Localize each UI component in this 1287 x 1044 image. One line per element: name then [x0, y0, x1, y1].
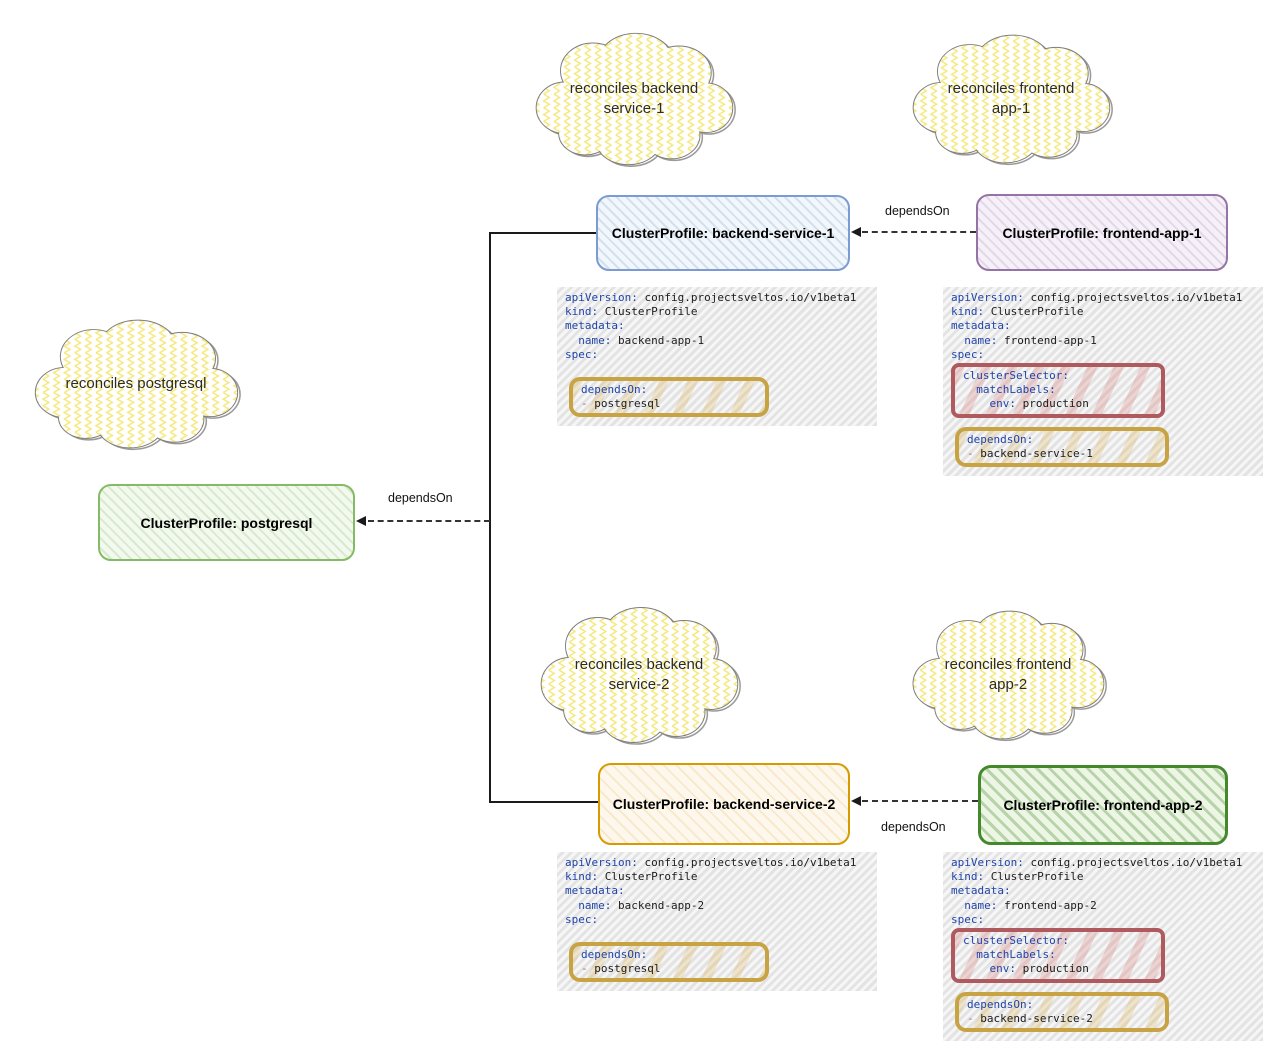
cloud-label: reconciles backend service-2	[574, 656, 704, 693]
cloud-label: reconciles frontend app-2	[944, 656, 1072, 693]
yaml-section-gold: dependsOn:- backend-service-1	[955, 426, 1169, 468]
yaml-backend-service-2: apiVersion: config.projectsveltos.io/v1b…	[557, 852, 877, 992]
edge-dependson-frontend1-backend1	[862, 231, 976, 233]
node-label: ClusterProfile: backend-service-2	[612, 796, 836, 812]
cloud-label: reconciles frontend app-1	[947, 80, 1075, 117]
edge-dependson-frontend2-backend2	[862, 800, 978, 802]
cloud-icon	[908, 604, 1108, 746]
edge-dependson-backends-postgresql	[368, 520, 490, 522]
cloud-icon	[30, 313, 242, 455]
cloud-reconciles-frontend-app-1: reconciles frontend app-1	[908, 28, 1114, 170]
node-clusterprofile-frontend-app-1: ClusterProfile: frontend-app-1	[976, 194, 1228, 271]
edge-label-dependson-left: dependsOn	[388, 491, 453, 505]
node-clusterprofile-backend-service-1: ClusterProfile: backend-service-1	[596, 195, 850, 271]
yaml-section-gap	[565, 927, 869, 940]
cloud-reconciles-backend-service-1: reconciles backend service-1	[531, 26, 737, 172]
node-clusterprofile-frontend-app-2: ClusterProfile: frontend-app-2	[978, 765, 1228, 845]
yaml-backend-service-1: apiVersion: config.projectsveltos.io/v1b…	[557, 287, 877, 427]
node-label: ClusterProfile: frontend-app-2	[1003, 797, 1203, 813]
cloud-icon	[536, 600, 742, 750]
connector-vertical-line	[489, 232, 491, 803]
yaml-section-gold: dependsOn:- postgresql	[569, 377, 769, 418]
yaml-section-gap	[565, 362, 869, 375]
connector-bottom-horizontal-line	[489, 801, 599, 803]
yaml-section-red: clusterSelector: matchLabels: env: produ…	[951, 928, 1165, 983]
yaml-frontend-app-2: apiVersion: config.projectsveltos.io/v1b…	[943, 852, 1263, 1042]
node-label: ClusterProfile: frontend-app-1	[1002, 224, 1202, 241]
arrowhead-left-icon	[851, 227, 861, 237]
arrowhead-left-icon	[851, 796, 861, 806]
edge-label-dependson-top: dependsOn	[885, 204, 950, 218]
yaml-section-gold: dependsOn:- postgresql	[569, 942, 769, 983]
cloud-icon	[908, 28, 1114, 170]
cloud-reconciles-frontend-app-2: reconciles frontend app-2	[908, 604, 1108, 746]
cloud-label: reconciles postgresql	[65, 375, 207, 392]
edge-label-dependson-bottom: dependsOn	[881, 820, 946, 834]
connector-top-horizontal-line	[489, 232, 597, 234]
yaml-section-plain: apiVersion: config.projectsveltos.io/v1b…	[951, 856, 1243, 926]
yaml-section-gap-sm	[951, 983, 1255, 990]
node-label: ClusterProfile: backend-service-1	[611, 225, 835, 241]
yaml-section-red: clusterSelector: matchLabels: env: produ…	[951, 363, 1165, 418]
node-clusterprofile-backend-service-2: ClusterProfile: backend-service-2	[598, 763, 850, 845]
cloud-reconciles-backend-service-2: reconciles backend service-2	[536, 600, 742, 750]
arrowhead-left-icon	[356, 516, 366, 526]
yaml-frontend-app-1: apiVersion: config.projectsveltos.io/v1b…	[943, 287, 1263, 477]
cloud-reconciles-postgresql: reconciles postgresql	[30, 313, 242, 455]
node-label: ClusterProfile: postgresql	[140, 514, 313, 531]
yaml-section-plain: apiVersion: config.projectsveltos.io/v1b…	[565, 291, 857, 361]
yaml-section-gold: dependsOn:- backend-service-2	[955, 991, 1169, 1033]
cloud-icon	[531, 26, 737, 172]
yaml-section-plain: apiVersion: config.projectsveltos.io/v1b…	[565, 856, 857, 926]
yaml-section-gap-sm	[951, 418, 1255, 425]
node-clusterprofile-postgresql: ClusterProfile: postgresql	[98, 484, 355, 561]
yaml-section-plain: apiVersion: config.projectsveltos.io/v1b…	[951, 291, 1243, 361]
cloud-label: reconciles backend service-1	[569, 80, 699, 117]
